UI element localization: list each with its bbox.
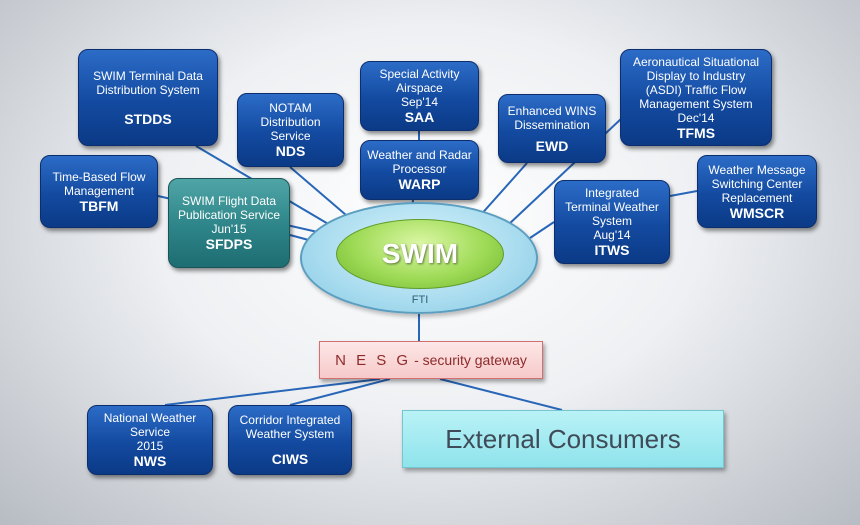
nws-box: National Weather Service 2015 NWS [87, 405, 213, 475]
itws-label: ITWS [594, 242, 630, 258]
wmscr-description: Weather Message Switching Center Replace… [708, 162, 806, 205]
tfms-date: Dec'14 [677, 110, 715, 125]
ciws-box: Corridor Integrated Weather System CIWS [228, 405, 352, 475]
ciws-label: CIWS [271, 451, 309, 467]
external-consumers-box: External Consumers [402, 410, 724, 468]
nds-description: NOTAM Distribution Service [260, 101, 321, 143]
link-wmscr [669, 190, 698, 197]
link-ewd [477, 162, 528, 219]
nesg-name: N E S G [335, 351, 412, 369]
ewd-label: EWD [535, 137, 569, 154]
link-external [439, 378, 563, 411]
tbfm-box: Time-Based Flow Management TBFM [40, 155, 158, 228]
tbfm-description: Time-Based Flow Management [52, 169, 146, 198]
itws-box: Integrated Terminal Weather System Aug'1… [554, 180, 670, 264]
nesg-gateway: N E S G - security gateway [319, 341, 543, 379]
tbfm-label: TBFM [79, 197, 119, 214]
nds-label: NDS [275, 143, 306, 159]
warp-box: Weather and Radar Processor WARP [360, 140, 479, 200]
itws-date: Aug'14 [593, 228, 631, 242]
nws-label: NWS [133, 453, 167, 469]
wmscr-box: Weather Message Switching Center Replace… [697, 155, 817, 228]
stdds-description: SWIM Terminal Data Distribution System [93, 68, 203, 97]
nesg-suffix: - security gateway [414, 352, 527, 368]
swim-hub: SWIM [336, 219, 504, 289]
wmscr-label: WMSCR [729, 204, 785, 221]
fti-label: FTI [411, 294, 429, 306]
sfdps-box: SWIM Flight Data Publication Service Jun… [168, 178, 290, 268]
nws-date: 2015 [136, 439, 164, 453]
stdds-label: STDDS [124, 110, 172, 127]
sfdps-description: SWIM Flight Data Publication Service [177, 194, 281, 222]
ciws-description: Corridor Integrated Weather System [239, 413, 341, 441]
stdds-box: SWIM Terminal Data Distribution System S… [78, 49, 218, 146]
saa-date: Sep'14 [401, 95, 438, 109]
ewd-description: Enhanced WINS Dissemination [507, 103, 597, 132]
link-nws [164, 378, 381, 406]
ewd-box: Enhanced WINS Dissemination EWD [498, 94, 606, 163]
sfdps-date: Jun'15 [211, 222, 247, 236]
warp-label: WARP [398, 176, 441, 192]
nds-box: NOTAM Distribution Service NDS [237, 93, 344, 167]
saa-box: Special Activity Airspace Sep'14 SAA [360, 61, 479, 131]
link-ciws [289, 378, 391, 406]
saa-description: Special Activity Airspace [379, 67, 460, 95]
warp-description: Weather and Radar Processor [367, 148, 472, 176]
saa-label: SAA [404, 109, 435, 125]
nws-description: National Weather Service [103, 411, 197, 439]
link-nds [289, 166, 347, 216]
link-itws [529, 221, 555, 239]
tfms-label: TFMS [676, 124, 716, 141]
itws-description: Integrated Terminal Weather System [565, 186, 659, 228]
sfdps-label: SFDPS [205, 236, 253, 252]
tfms-description: Aeronautical Situational Display to Indu… [632, 54, 760, 111]
tfms-box: Aeronautical Situational Display to Indu… [620, 49, 772, 146]
